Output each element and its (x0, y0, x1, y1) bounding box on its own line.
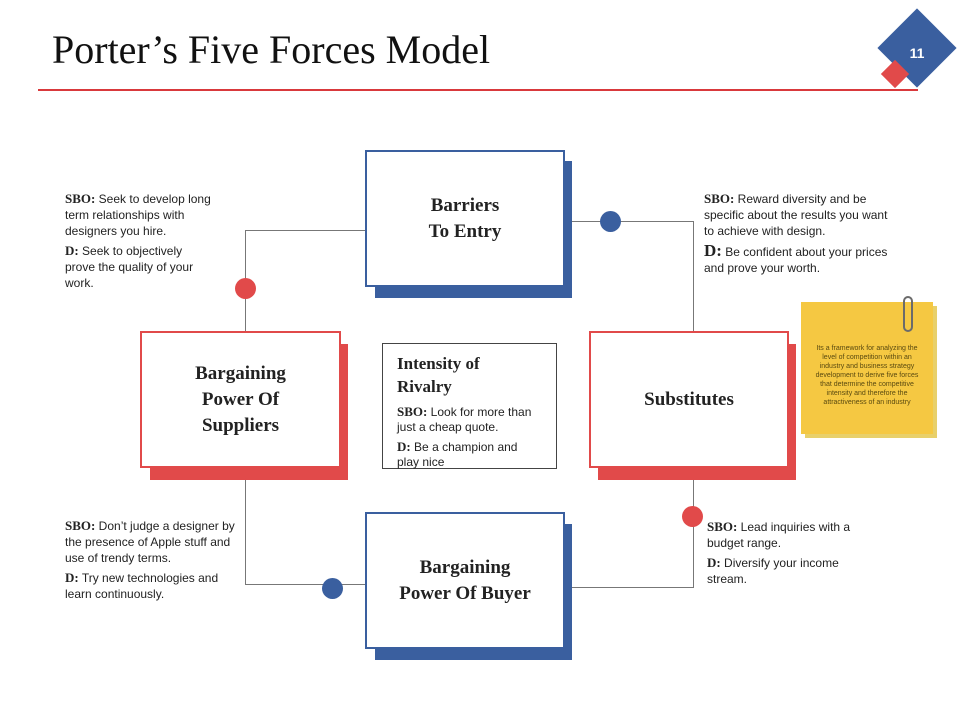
bargaining-power-buyer-box: Bargaining Power Of Buyer (365, 512, 565, 649)
connector-dot-topright (600, 211, 621, 232)
sticky-note-text: Its a framework for analyzing the level … (815, 345, 919, 406)
note-bottom-left-d-text: Try new technologies and learn continuou… (65, 571, 219, 601)
note-top-right-d-label: D: (704, 241, 722, 260)
center-sbo-label: SBO: (397, 404, 428, 419)
connector-dot-bottomright (682, 506, 703, 527)
slide-number: 11 (909, 45, 925, 61)
title-divider (38, 89, 918, 91)
bargaining-power-suppliers-label: Bargaining Power Of Suppliers (195, 362, 286, 436)
note-bottom-left: SBO: Don’t judge a designer by the prese… (65, 518, 240, 606)
substitutes-box: Substitutes (589, 331, 789, 468)
connector-dot-bottomleft (322, 578, 343, 599)
note-top-right-sbo-label: SBO: (704, 191, 735, 206)
substitutes-label: Substitutes (644, 388, 734, 410)
note-bottom-left-d-label: D: (65, 570, 79, 585)
connector-topleft-horizontal (245, 230, 367, 231)
page-title: Porter’s Five Forces Model (52, 27, 491, 72)
connector-dot-topleft (235, 278, 256, 299)
note-bottom-right-sbo-text: Lead inquiries with a budget range. (707, 520, 851, 550)
paperclip-icon (903, 296, 913, 332)
intensity-of-rivalry-title: Intensity of Rivalry (397, 354, 480, 396)
connector-bottomright-vertical (693, 467, 694, 588)
bargaining-power-suppliers-box: Bargaining Power Of Suppliers (140, 331, 341, 468)
connector-bottomleft-horizontal (245, 584, 367, 585)
barriers-to-entry-label: Barriers To Entry (428, 194, 502, 242)
note-top-left-sbo-text: Seek to develop long term relationships … (65, 192, 211, 238)
note-bottom-left-sbo-label: SBO: (65, 518, 96, 533)
note-bottom-right-d-label: D: (707, 555, 721, 570)
connector-bottomright-horizontal (563, 587, 694, 588)
note-top-left-sbo-label: SBO: (65, 191, 96, 206)
center-sbo-text: Look for more than just a cheap quote. (397, 405, 532, 434)
note-top-left: SBO: Seek to develop long term relations… (65, 191, 215, 295)
note-top-left-d-label: D: (65, 243, 79, 258)
sticky-note: Its a framework for analyzing the level … (801, 302, 933, 434)
note-top-right-d-text: Be confident about your prices and prove… (704, 245, 888, 275)
bargaining-power-buyer-label: Bargaining Power Of Buyer (399, 556, 531, 604)
center-d-label: D: (397, 439, 411, 454)
connector-bottomleft-vertical (245, 467, 246, 585)
note-bottom-right: SBO: Lead inquiries with a budget range.… (707, 519, 882, 591)
note-bottom-left-sbo-text: Don’t judge a designer by the presence o… (65, 519, 235, 565)
barriers-to-entry-box: Barriers To Entry (365, 150, 565, 287)
note-bottom-right-d-text: Diversify your income stream. (707, 556, 839, 586)
connector-topright-horizontal (563, 221, 694, 222)
note-bottom-right-sbo-label: SBO: (707, 519, 738, 534)
note-top-left-d-text: Seek to objectively prove the quality of… (65, 244, 194, 290)
note-top-right-sbo-text: Reward diversity and be specific about t… (704, 192, 888, 238)
intensity-of-rivalry-box: Intensity of Rivalry SBO: Look for more … (382, 343, 557, 469)
note-top-right: SBO: Reward diversity and be specific ab… (704, 191, 890, 280)
center-d-text: Be a champion and play nice (397, 440, 518, 469)
connector-topright-vertical (693, 221, 694, 333)
